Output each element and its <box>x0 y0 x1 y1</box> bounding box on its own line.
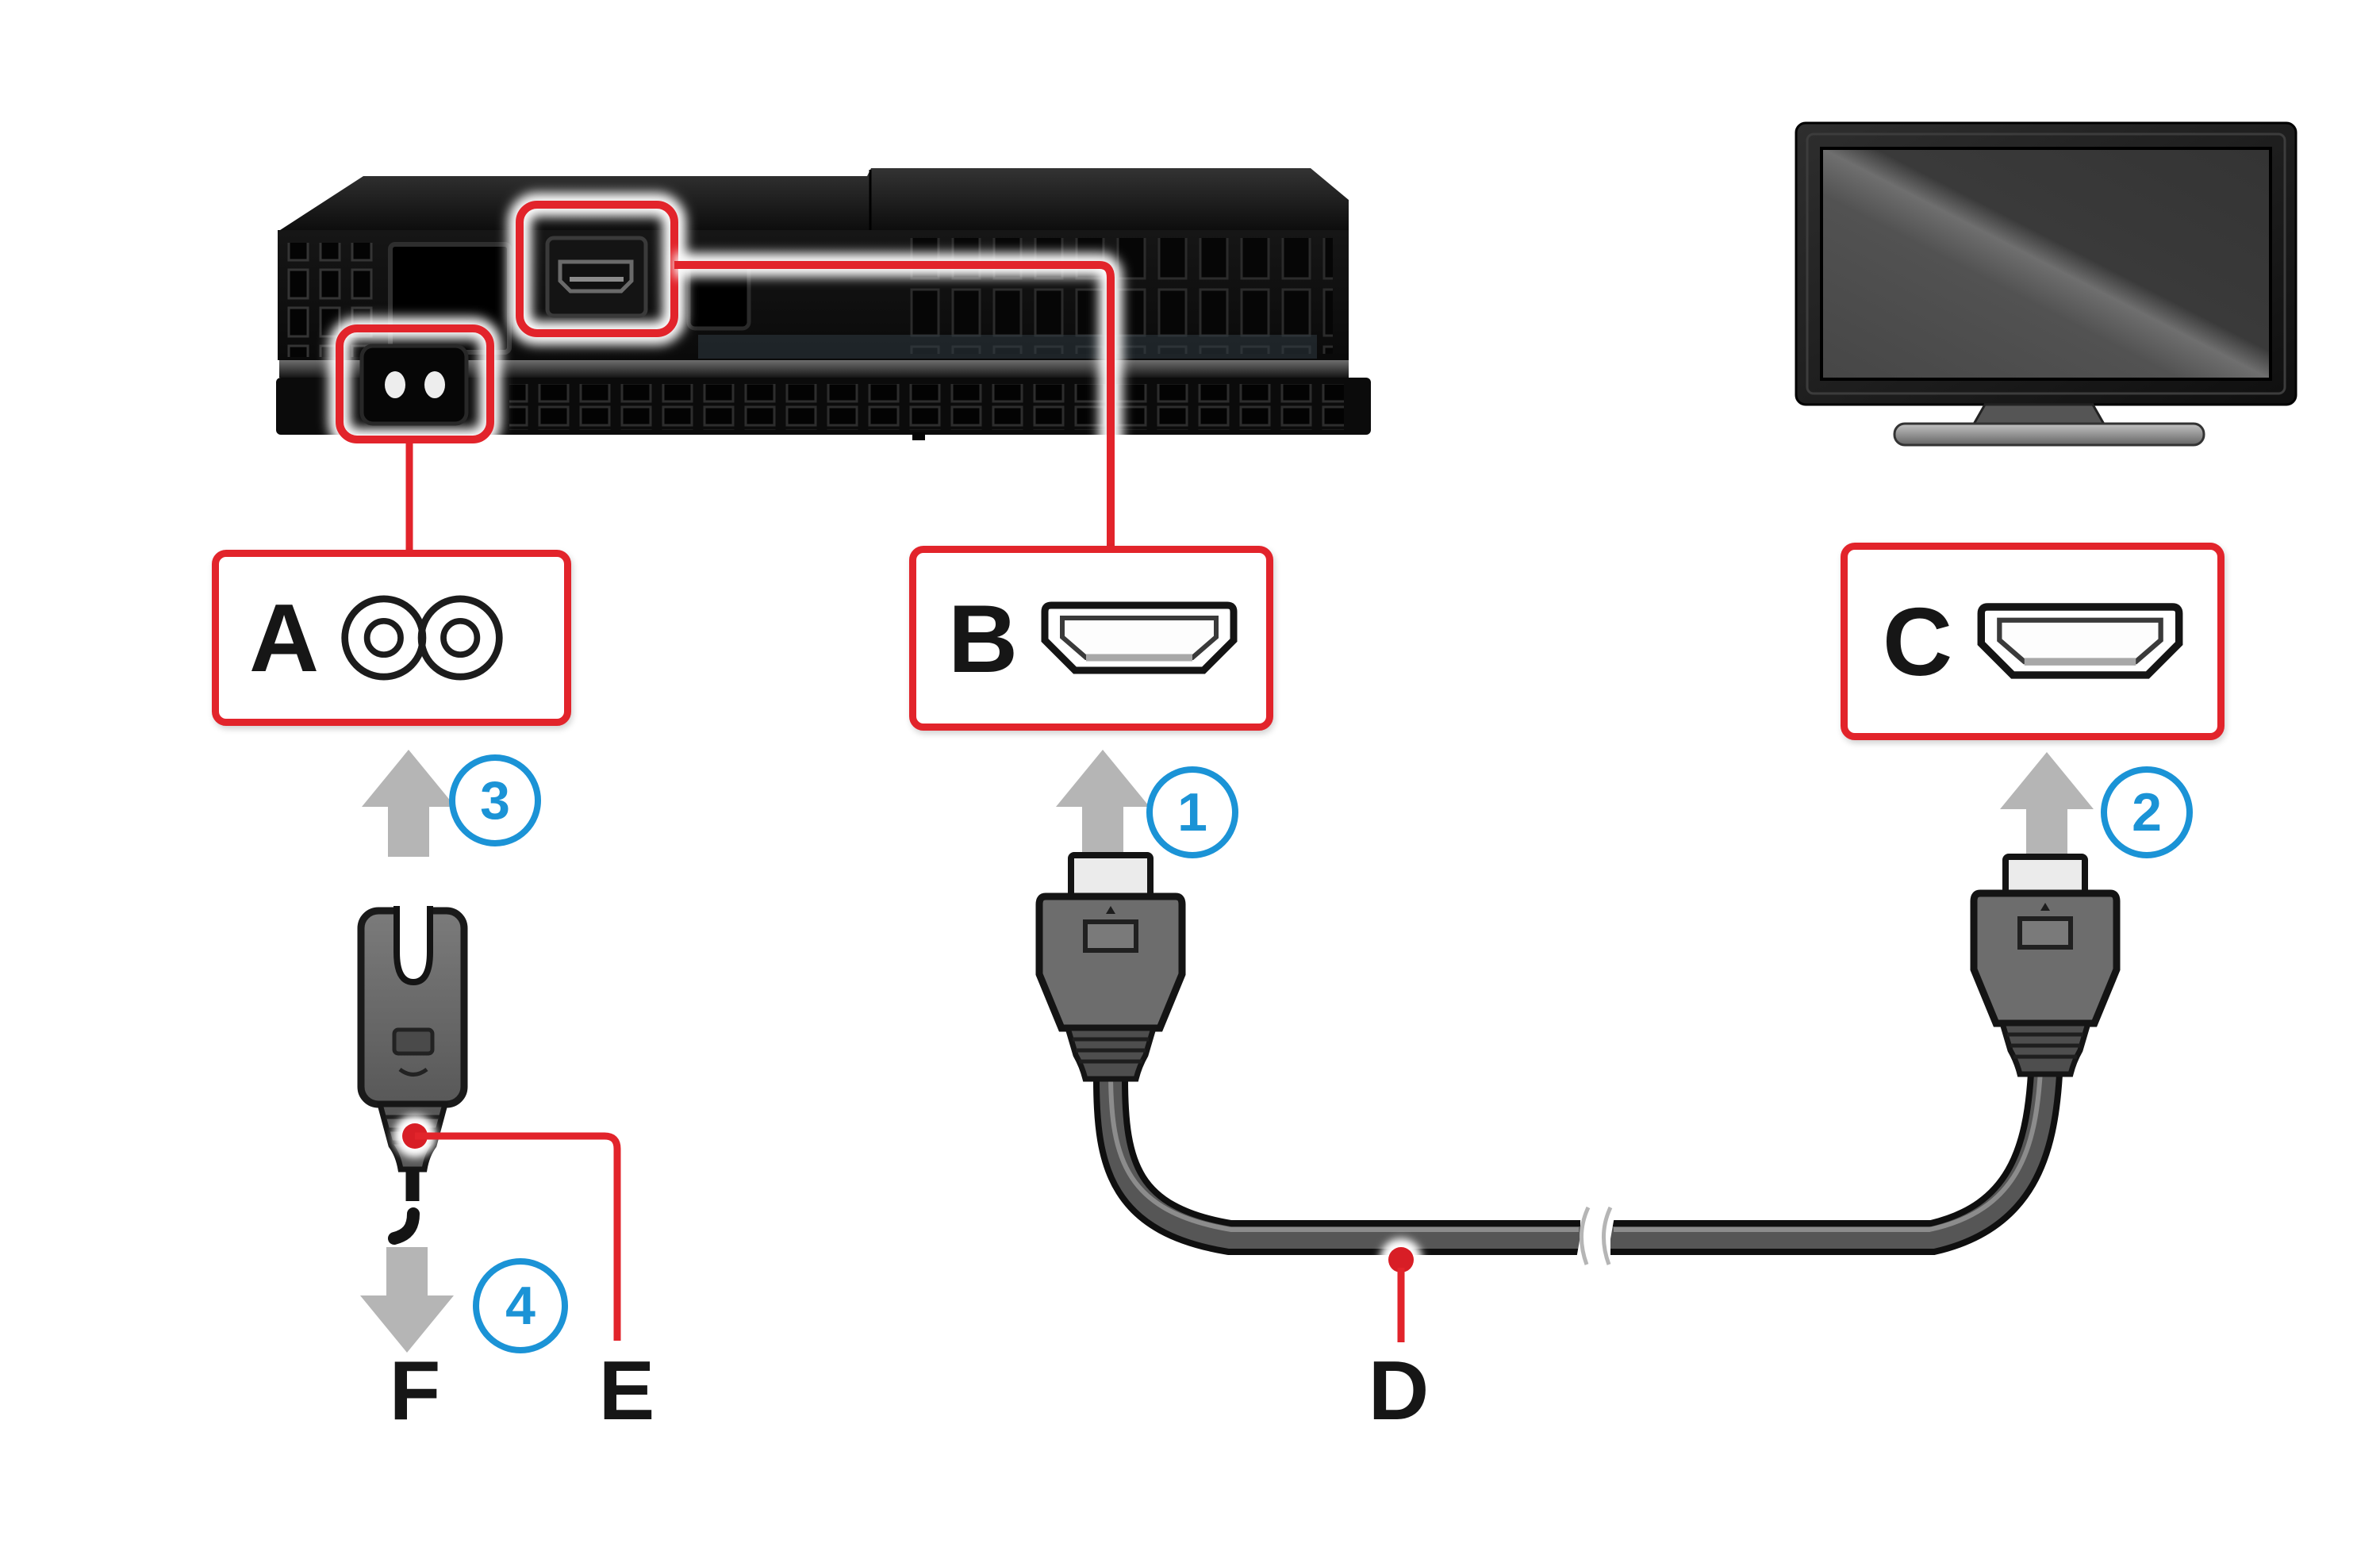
red-connector-lines <box>405 253 1123 550</box>
connector-box-b: B <box>909 546 1273 731</box>
line-console-hdmi-to-box-b <box>674 261 1115 546</box>
hdmi-cable-assembly <box>1035 852 2121 1276</box>
step-3-number: 3 <box>480 770 510 831</box>
cable-break-mark <box>1574 1199 1617 1276</box>
arrow-up-power-icon <box>362 750 455 857</box>
hdmi-plug-tv <box>1970 854 2121 1077</box>
pointer-leaders <box>393 1115 1422 1342</box>
hdmi-plug-neck <box>1064 1025 1157 1082</box>
arrow-down-power-outlet-icon <box>360 1247 454 1353</box>
hdmi-plug-mark <box>1106 906 1115 914</box>
hdmi-plug-neck <box>1998 1020 2092 1077</box>
step-badge-2: 2 <box>2101 766 2193 858</box>
part-label-d: D <box>1368 1344 1430 1437</box>
part-label-e: E <box>598 1344 655 1437</box>
hdmi-plug-console <box>1035 852 1186 1082</box>
step-badge-4: 4 <box>473 1258 568 1353</box>
arrow-up-hdmi-tv-icon <box>2000 752 2094 859</box>
connector-box-a: A <box>212 550 571 726</box>
connector-box-c: C <box>1841 543 2225 740</box>
connector-b-label: B <box>948 584 1019 693</box>
hdmi-plug-tip <box>1068 852 1154 900</box>
power-plug-label-window <box>392 1027 435 1056</box>
power-cord-plug <box>357 906 468 1245</box>
console-top-face <box>278 168 1349 232</box>
power-plug-notch <box>393 906 433 986</box>
arrow-up-hdmi-console-icon <box>1056 750 1150 857</box>
leader-line-e <box>415 1132 621 1341</box>
console-power-callout <box>328 317 501 451</box>
connector-a-label: A <box>249 584 320 692</box>
hdmi-plug-window <box>1083 919 1138 953</box>
power-socket-prong-hole-left <box>385 371 405 398</box>
step-badge-3: 3 <box>449 754 541 846</box>
hdmi-plug-mark <box>2040 903 2050 911</box>
dot-hdmi-cable <box>1388 1247 1414 1272</box>
hdmi-port-icon <box>1977 602 2183 679</box>
hdmi-port-on-console <box>558 259 634 294</box>
tv <box>1795 121 2297 447</box>
hdmi-cable <box>1093 1070 2063 1255</box>
power-cord-cut-end <box>388 1207 420 1245</box>
hdmi-plug-body <box>1970 889 2121 1027</box>
hdmi-port-icon <box>1041 601 1238 674</box>
step-badge-1: 1 <box>1146 766 1238 858</box>
part-label-f: F <box>389 1344 441 1437</box>
power-socket <box>359 344 469 426</box>
tv-stand-base <box>1893 422 2205 447</box>
console-lower-notch <box>912 432 925 440</box>
step-4-number: 4 <box>505 1276 536 1336</box>
ps4-console-rear <box>276 168 1371 451</box>
power-callout-frame <box>336 324 494 443</box>
hdmi-plug-tip <box>2002 854 2088 898</box>
power-socket-prong-hole-right <box>424 371 445 398</box>
connector-c-label: C <box>1883 587 1953 696</box>
console-lower-vents <box>509 384 1344 430</box>
hdmi-plug-window <box>2017 916 2073 950</box>
console-groove <box>279 360 1349 378</box>
step-arrows <box>360 750 2094 1353</box>
tv-bezel-inner-edge <box>1806 132 2286 395</box>
console-hdmi-callout <box>508 193 686 345</box>
power-connector-c7-icon <box>341 595 503 681</box>
step-2-number: 2 <box>2132 782 2162 843</box>
console-sheen <box>698 335 1317 359</box>
step-1-number: 1 <box>1177 782 1207 843</box>
power-plug-groove <box>398 1067 428 1077</box>
tv-screen <box>1820 147 2272 381</box>
hdmi-plug-body <box>1035 892 1186 1032</box>
